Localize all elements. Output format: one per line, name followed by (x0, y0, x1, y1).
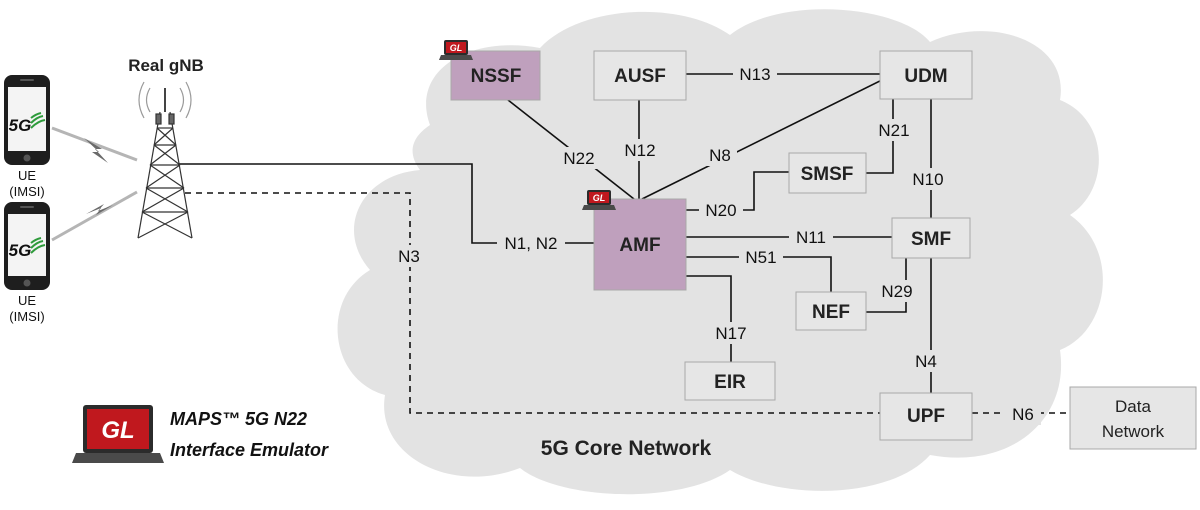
edge-label-n1n2: N1, N2 (505, 234, 558, 253)
edge-label-n11: N11 (796, 228, 826, 247)
edge-label-n22: N22 (563, 149, 594, 168)
node-nssf: NSSF (450, 50, 541, 101)
node-amf-label: AMF (619, 235, 660, 256)
ue-sublabel-2: (IMSI) (9, 309, 44, 324)
phone-5g-badge: 5G (9, 116, 32, 135)
edge-label-bg (497, 232, 565, 254)
ue-label-1: UE (18, 168, 36, 183)
node-smf-label: SMF (911, 229, 951, 250)
node-amf: AMF (593, 198, 687, 291)
core-network-title: 5G Core Network (541, 437, 712, 460)
edge-label-n10: N10 (912, 170, 943, 189)
node-smf: SMF (891, 217, 971, 259)
node-ausf-label: AUSF (614, 66, 666, 87)
node-udm: UDM (879, 50, 973, 100)
node-data-network: Data Network (1069, 386, 1197, 450)
maps-title-line-1: MAPS™ 5G N22 (170, 409, 307, 429)
ue-phone-icon: 5G (4, 75, 50, 165)
edge-label-bg (699, 199, 743, 221)
edge-amf-nef (686, 256, 832, 292)
edge-label-n12: N12 (624, 141, 655, 160)
edge-label-bg (905, 168, 951, 190)
node-ausf: AUSF (593, 50, 687, 101)
edge-label-bg (733, 63, 777, 85)
svg-text:GL: GL (450, 43, 463, 53)
edge-label-n20: N20 (705, 201, 736, 220)
edge-label-bg (1005, 403, 1041, 425)
node-data-network-label-1: Data (1115, 397, 1151, 416)
node-nssf-label: NSSF (471, 66, 522, 87)
gl-laptop-icon: GL (582, 190, 616, 210)
node-eir: EIR (684, 361, 776, 401)
edge-label-n51: N51 (745, 248, 776, 267)
real-gnb-label: Real gNB (128, 56, 204, 75)
gl-maps-laptop-logo: GL (72, 405, 164, 463)
edge-label-n21: N21 (878, 121, 909, 140)
edge-label-bg (909, 350, 943, 372)
edge-label-n17: N17 (715, 324, 746, 343)
node-smsf-label: SMSF (801, 164, 854, 185)
edge-label-bg (557, 147, 601, 169)
edge-label-n29: N29 (881, 282, 912, 301)
maps-title-line-2: Interface Emulator (170, 440, 329, 460)
edge-label-bg (709, 322, 753, 344)
node-nef: NEF (795, 291, 867, 331)
node-eir-label: EIR (714, 372, 746, 393)
gl-logo-text: GL (101, 417, 134, 444)
edge-label-bg (874, 119, 914, 141)
edge-label-n3: N3 (398, 247, 420, 266)
edge-label-n4: N4 (915, 352, 937, 371)
node-upf-label: UPF (907, 406, 945, 427)
svg-text:GL: GL (593, 193, 606, 203)
edge-label-bg (703, 144, 737, 166)
node-data-network-label-2: Network (1102, 422, 1165, 441)
edge-label-n6: N6 (1012, 405, 1034, 424)
edge-label-bg (875, 280, 919, 302)
gl-laptop-icon: GL (439, 40, 473, 60)
edge-udm-amf (641, 75, 891, 200)
edge-label-bg (619, 139, 661, 161)
edge-label-bg (739, 246, 783, 268)
edge-label-n13: N13 (739, 65, 770, 84)
ue-phone-icon: 5G (4, 202, 50, 290)
edge-gnb-upf (185, 192, 880, 414)
edge-nef-smf (866, 256, 907, 313)
wireless-link-icon (51, 126, 138, 163)
node-udm-label: UDM (904, 66, 947, 87)
ue-sublabel-1: (IMSI) (9, 184, 44, 199)
phone-5g-badge: 5G (9, 241, 32, 260)
edge-label-n8: N8 (709, 146, 731, 165)
edge-label-bg (392, 245, 426, 267)
wireless-link-icon (51, 190, 138, 242)
node-upf: UPF (879, 392, 973, 441)
node-smsf: SMSF (788, 152, 867, 194)
edge-label-bg (789, 226, 833, 248)
node-nef-label: NEF (812, 302, 850, 323)
ue-label-2: UE (18, 293, 36, 308)
cell-tower-icon (137, 81, 193, 239)
